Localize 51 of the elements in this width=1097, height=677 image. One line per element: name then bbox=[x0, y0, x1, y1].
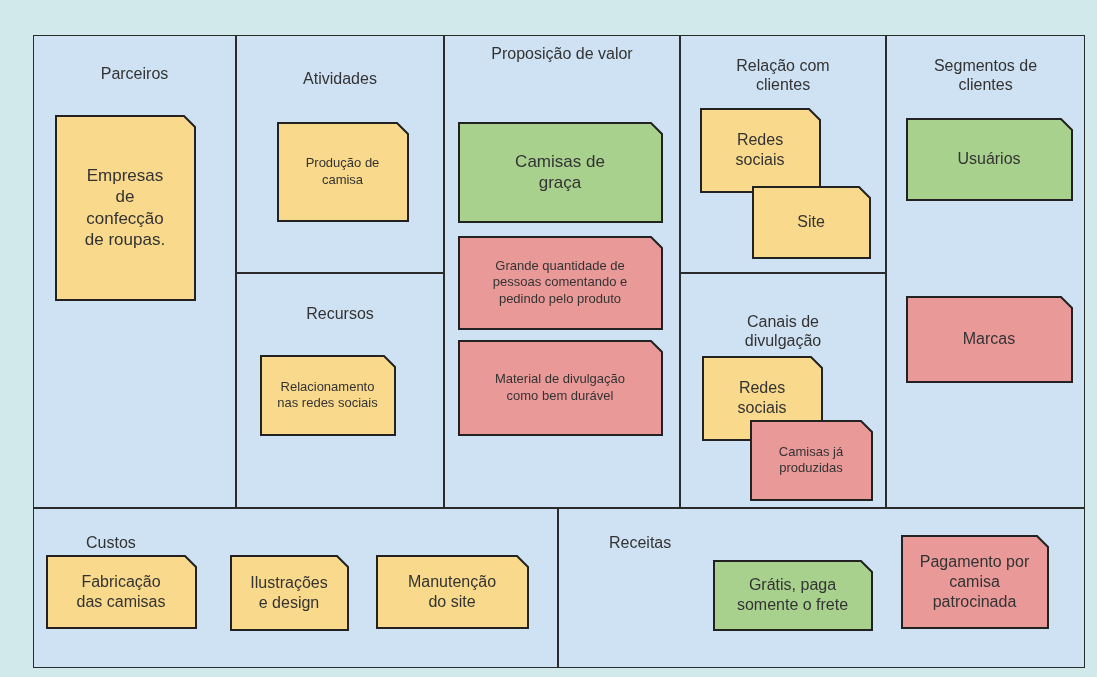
note-text: Redes sociais bbox=[736, 378, 788, 418]
note-text: Material de divulgação como bem durável bbox=[493, 371, 627, 404]
sticky-note bbox=[375, 554, 529, 629]
sticky-note bbox=[229, 554, 349, 631]
section-title: Segmentos de clientes bbox=[932, 56, 1039, 95]
note-text: Ilustrações e design bbox=[249, 572, 329, 613]
section-title: Atividades bbox=[303, 69, 377, 89]
sticky-note bbox=[749, 419, 873, 501]
canvas-section bbox=[33, 35, 236, 508]
sticky-note bbox=[900, 534, 1049, 629]
section-title: Parceiros bbox=[100, 64, 169, 84]
sticky-note bbox=[457, 121, 663, 223]
canvas-section bbox=[33, 508, 558, 668]
sticky-note bbox=[54, 114, 196, 301]
note-text: Camisas já produzidas bbox=[777, 443, 845, 477]
canvas-section bbox=[444, 35, 680, 508]
note-text: Grátis, paga somente o frete bbox=[735, 575, 850, 615]
note-text: Empresas de confecção de roupas. bbox=[83, 165, 167, 250]
section-title: Custos bbox=[86, 533, 136, 553]
canvas-section bbox=[680, 35, 886, 273]
sticky-note bbox=[457, 235, 663, 330]
sticky-note bbox=[905, 117, 1073, 201]
note-text: Produção de camisa bbox=[304, 155, 381, 188]
note-text: Marcas bbox=[961, 329, 1017, 349]
sticky-note bbox=[457, 339, 663, 436]
section-title: Canais de divulgação bbox=[743, 312, 823, 351]
note-text: Site bbox=[796, 212, 826, 232]
note-text: Redes sociais bbox=[734, 130, 786, 170]
note-text: Grande quantidade de pessoas comentando e pedindo pelo produto bbox=[491, 258, 629, 307]
note-text: Camisas de graça bbox=[514, 150, 606, 194]
sticky-note bbox=[699, 107, 821, 193]
section-title: Relação com clientes bbox=[735, 56, 831, 95]
note-text: Usuários bbox=[956, 149, 1022, 169]
canvas-section bbox=[886, 35, 1085, 508]
sticky-note bbox=[751, 185, 871, 259]
note-text: Manutenção do site bbox=[406, 571, 498, 612]
sticky-note bbox=[712, 559, 873, 631]
sticky-note bbox=[276, 121, 409, 222]
note-text: Pagamento por camisa patrocinada bbox=[919, 551, 1030, 612]
sticky-note bbox=[905, 295, 1073, 383]
canvas-section bbox=[236, 273, 444, 508]
note-text: Fabricação das camisas bbox=[75, 571, 167, 612]
sticky-note bbox=[259, 354, 396, 436]
canvas-section bbox=[680, 273, 886, 508]
section-title: Recursos bbox=[306, 304, 374, 324]
note-text: Relacionamento nas redes sociais bbox=[276, 378, 379, 412]
section-title: Proposição de valor bbox=[490, 44, 634, 64]
sticky-note bbox=[45, 554, 197, 629]
canvas-section bbox=[236, 35, 444, 273]
canvas-section bbox=[558, 508, 1085, 668]
section-title: Receitas bbox=[609, 533, 672, 553]
